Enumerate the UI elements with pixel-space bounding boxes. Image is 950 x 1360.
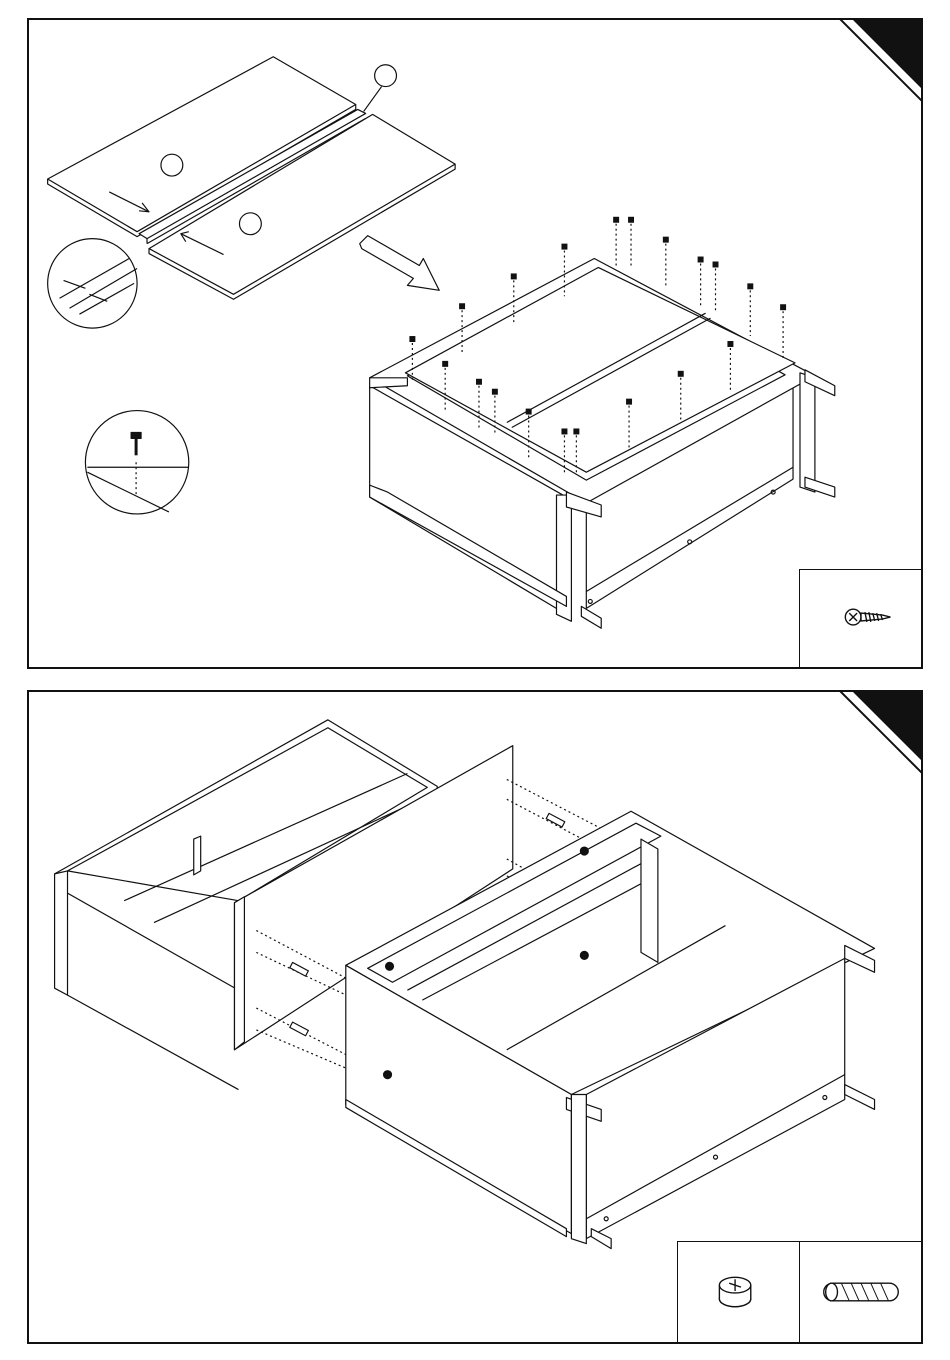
hardware-box-dowel xyxy=(799,1241,923,1344)
hardware-box-screw xyxy=(799,569,923,669)
hardware-box-cam-lock xyxy=(677,1241,801,1344)
page-corner-tab-2 xyxy=(833,690,923,780)
detail-magnifier xyxy=(48,239,137,328)
callout-circle-2 xyxy=(161,154,183,176)
leg-front-right xyxy=(800,373,815,492)
cam-lock-icon xyxy=(678,1242,800,1343)
step-panel-drawer-assembly xyxy=(27,690,923,1344)
callout-circle-1 xyxy=(375,65,397,87)
screw-detail-circle xyxy=(85,411,188,514)
page-corner-tab xyxy=(833,18,923,108)
move-arrow xyxy=(360,236,440,291)
step-panel-top-assembly xyxy=(27,18,923,669)
wood-screw-icon xyxy=(800,570,922,668)
top-panels-illustration xyxy=(29,20,921,667)
callout-circle-3 xyxy=(239,213,261,235)
wooden-dowel-icon xyxy=(800,1242,922,1343)
